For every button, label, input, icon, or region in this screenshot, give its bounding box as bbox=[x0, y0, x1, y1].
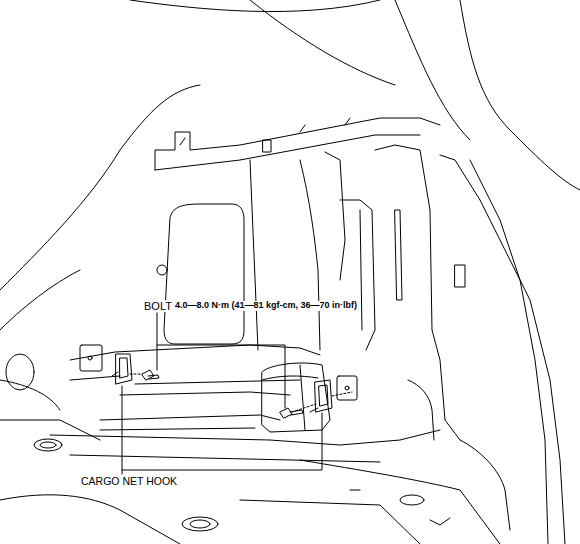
bolt bbox=[142, 370, 159, 380]
cargo-net-hook bbox=[116, 354, 132, 384]
part-name: CARGO NET HOOK bbox=[80, 476, 178, 488]
cargo-net-hook bbox=[315, 380, 332, 412]
torque-spec: 4.0—8.0 N·m (41—81 kgf-cm, 36—70 in·lbf) bbox=[174, 301, 358, 311]
leader-line bbox=[122, 313, 322, 474]
part-name: BOLT bbox=[143, 300, 173, 312]
